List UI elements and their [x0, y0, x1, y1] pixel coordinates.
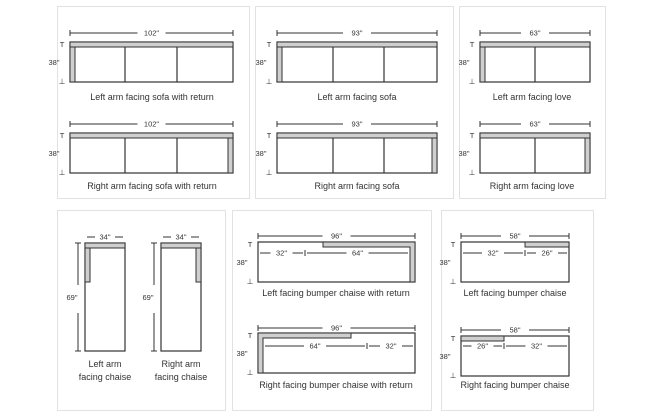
bumper-left-depth-label: 38"	[439, 258, 450, 267]
bumper-right-seg-a-label: 26"	[477, 342, 488, 351]
bumper-left-width-label: 58"	[509, 232, 520, 241]
sofa-left-width-label: 93"	[351, 29, 362, 38]
chaise-left-width-label: 34"	[99, 233, 110, 242]
bumper-right-depth-bottom-mark: ⊥	[450, 371, 457, 380]
love-right-arm	[584, 137, 591, 174]
bumper-return-left-depth-top-mark: T	[248, 240, 253, 249]
chaise-right-length-label: 69"	[142, 293, 153, 302]
sofa-left-depth-top-mark: T	[267, 40, 272, 49]
love-left-depth-label: 38"	[458, 58, 469, 67]
sofa-right-caption: Right arm facing sofa	[314, 181, 399, 191]
sofa-right-depth-bottom-mark: ⊥	[266, 168, 273, 177]
bumper-chaise-left	[460, 241, 570, 283]
sofa-return-right-depth-label: 38"	[48, 149, 59, 158]
bumper-return-right-back	[257, 332, 352, 374]
bumper-left-depth-bottom-mark: ⊥	[450, 277, 457, 286]
love-right-depth-bottom-mark: ⊥	[469, 168, 476, 177]
sofa-with-return-right-caption: Right arm facing sofa with return	[87, 181, 217, 191]
chaise-left-length-label: 69"	[66, 293, 77, 302]
love-left-depth-bottom-mark: ⊥	[469, 77, 476, 86]
love-right-depth-label: 38"	[458, 149, 469, 158]
love-right-back	[479, 132, 591, 139]
love-left-back	[479, 41, 591, 48]
bumper-return-right-caption: Right facing bumper chaise with return	[259, 380, 413, 390]
chaise-left-caption-line2: facing chaise	[79, 372, 132, 382]
sofa-with-return-left-back	[69, 41, 234, 48]
sofa-with-return-left-arm	[69, 46, 76, 83]
sofa-left-arm	[276, 46, 283, 83]
bumper-return-left-seg-a-label: 32"	[276, 249, 287, 258]
sofa-return-left-depth-label: 38"	[48, 58, 59, 67]
sofa-left-caption: Left arm facing sofa	[317, 92, 396, 102]
bumper-return-left-width-label: 96"	[331, 232, 342, 241]
bumper-right-depth-top-mark: T	[451, 334, 456, 343]
bumper-chaise-with-return-left	[257, 241, 416, 283]
sofa-return-right-depth-top-mark: T	[60, 131, 65, 140]
bumper-right-back	[460, 335, 505, 342]
sofa-with-return-right	[69, 132, 234, 174]
bumper-right-seg-b-label: 32"	[531, 342, 542, 351]
love-left-width-label: 63"	[529, 29, 540, 38]
bumper-return-right-depth-label: 38"	[236, 349, 247, 358]
sofa-left-depth-bottom-mark: ⊥	[266, 77, 273, 86]
bumper-return-left-depth-bottom-mark: ⊥	[247, 277, 254, 286]
chaise-right-arm	[195, 247, 202, 283]
bumper-return-right-width-label: 96"	[331, 324, 342, 333]
love-left-depth-top-mark: T	[470, 40, 475, 49]
sofa-left-back	[276, 41, 438, 48]
sofa-return-left-depth-top-mark: T	[60, 40, 65, 49]
sofa-with-return-left-caption: Left arm facing sofa with return	[90, 92, 214, 102]
bumper-right-depth-label: 38"	[439, 352, 450, 361]
sofa-left	[276, 41, 438, 83]
bumper-left-seg-a-label: 32"	[487, 249, 498, 258]
bumper-return-right-depth-top-mark: T	[248, 331, 253, 340]
chaise-left-back	[84, 242, 126, 249]
chaise-left-arm	[84, 247, 91, 283]
sofa-right	[276, 132, 438, 174]
bumper-right-width-label: 58"	[509, 326, 520, 335]
sofa-return-left-depth-bottom-mark: ⊥	[59, 77, 66, 86]
sofa-right-arm	[431, 137, 438, 174]
chaise-right-back	[160, 242, 202, 249]
sofa-with-return-right-back	[69, 132, 234, 139]
bumper-return-left-depth-label: 38"	[236, 258, 247, 267]
sofa-right-width-label: 93"	[351, 120, 362, 129]
bumper-return-left-caption: Left facing bumper chaise with return	[262, 288, 410, 298]
bumper-left-caption: Left facing bumper chaise	[463, 288, 566, 298]
chaise-right	[160, 242, 202, 352]
bumper-return-right-depth-bottom-mark: ⊥	[247, 368, 254, 377]
bumper-left-depth-top-mark: T	[451, 240, 456, 249]
bumper-return-right-seg-b-label: 32"	[385, 342, 396, 351]
bumper-return-left-seg-b-label: 64"	[352, 249, 363, 258]
bumper-return-left-back	[322, 241, 416, 283]
sofa-left-depth-label: 38"	[255, 58, 266, 67]
love-right-width-label: 63"	[529, 120, 540, 129]
sofa-return-left-width-label: 102"	[144, 29, 160, 38]
love-left-arm	[479, 46, 486, 83]
sofa-right-depth-label: 38"	[255, 149, 266, 158]
sofa-right-depth-top-mark: T	[267, 131, 272, 140]
bumper-chaise-with-return-right	[257, 332, 416, 374]
chaise-left	[84, 242, 126, 352]
sofa-return-right-depth-bottom-mark: ⊥	[59, 168, 66, 177]
bumper-left-seg-b-label: 26"	[541, 249, 552, 258]
bumper-chaise-right	[460, 335, 570, 377]
love-left-caption: Left arm facing love	[493, 92, 572, 102]
sofa-with-return-right-arm	[227, 137, 234, 174]
sofa-with-return-left	[69, 41, 234, 83]
chaise-right-caption-line1: Right arm	[161, 359, 200, 369]
sofa-return-right-width-label: 102"	[144, 120, 160, 129]
love-right-depth-top-mark: T	[470, 131, 475, 140]
bumper-right-caption: Right facing bumper chaise	[460, 380, 569, 390]
love-right-caption: Right arm facing love	[490, 181, 575, 191]
chaise-right-width-label: 34"	[175, 233, 186, 242]
bumper-left-back	[524, 241, 570, 248]
chaise-left-caption-line1: Left arm	[88, 359, 121, 369]
sofa-right-back	[276, 132, 438, 139]
chaise-right-caption-line2: facing chaise	[155, 372, 208, 382]
bumper-return-right-seg-a-label: 64"	[309, 342, 320, 351]
